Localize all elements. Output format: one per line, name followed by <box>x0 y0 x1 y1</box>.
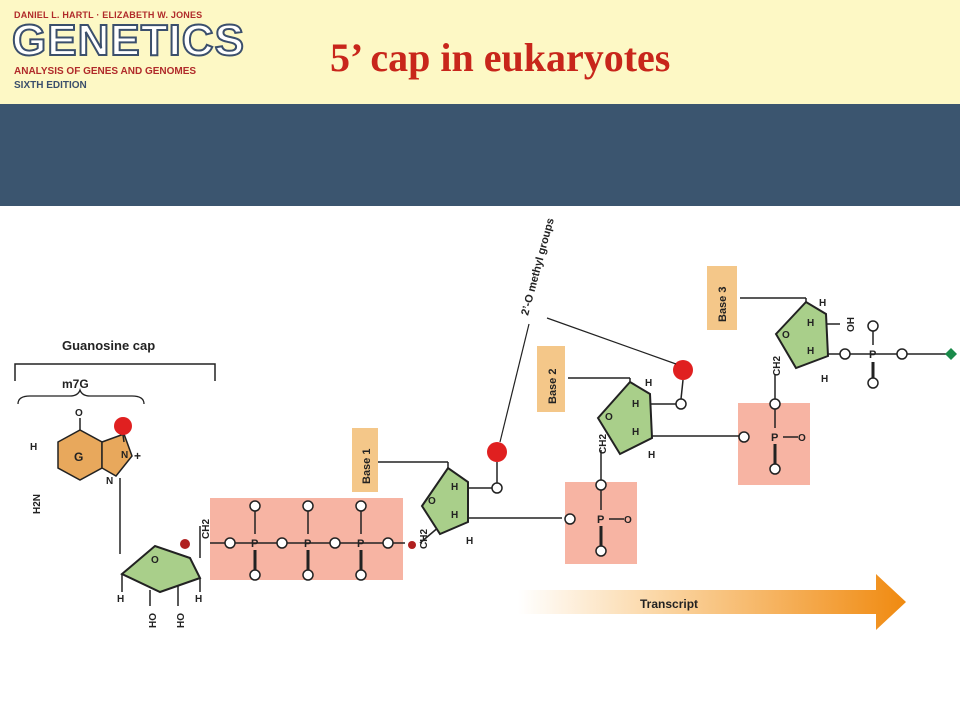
ph2-o-down <box>769 463 781 475</box>
nt1-ring-o: O <box>428 496 436 507</box>
nt1-methyl-dot <box>487 442 507 462</box>
cap-ring-o-dot <box>180 539 190 549</box>
nt3-ribose-ring <box>774 300 830 370</box>
base-n7-label: N <box>121 450 128 461</box>
nt3-h-c: H <box>821 374 828 385</box>
m7g-label: m7G <box>62 377 89 391</box>
book-brand: GENETICS <box>11 16 245 65</box>
nt2-ribose-ring <box>596 380 654 456</box>
nt1-ch2: CH2 <box>419 529 430 549</box>
phosphorus-2: P <box>304 538 311 550</box>
methyl-pointer-2 <box>546 317 677 365</box>
p2-down-o <box>302 569 314 581</box>
nt1-h-a: H <box>451 482 458 493</box>
guanosine-cap-bracket <box>14 363 216 381</box>
ph1-phosphorus: P <box>597 514 604 526</box>
nt1-ch2-dot <box>408 541 416 549</box>
nt1-2o <box>491 482 503 494</box>
base3-label: Base 3 <box>717 287 729 322</box>
slide-title: 5’ cap in eukaryotes <box>330 35 671 80</box>
header-band <box>0 104 960 206</box>
ph3-o-up <box>867 320 879 332</box>
bridge-o-2 <box>276 537 288 549</box>
nt1-h-c: H <box>466 536 473 547</box>
nt2-ring-o: O <box>605 412 613 423</box>
ph1-o-left <box>564 513 576 525</box>
genetics-book-logo: DANIEL L. HARTL · ELIZABETH W. JONES GEN… <box>11 10 262 96</box>
nt3-ch2: CH2 <box>772 356 783 376</box>
nt2-h-a: H <box>632 399 639 410</box>
ph2-o-up <box>769 398 781 410</box>
nt3-h-b: H <box>807 346 814 357</box>
nt2-ch2: CH2 <box>598 434 609 454</box>
book-edition: SIXTH EDITION <box>14 80 87 91</box>
ph1-o-down <box>595 545 607 557</box>
bridge-o-1 <box>224 537 236 549</box>
nt3-oh: OH <box>846 317 857 332</box>
cap-c4-h: H <box>195 594 202 605</box>
p1-up-o <box>249 500 261 512</box>
nt2-methyl-dot <box>673 360 693 380</box>
transcript-label: Transcript <box>640 597 698 611</box>
cap-ring-o: O <box>151 555 159 566</box>
m7g-brace <box>17 387 145 405</box>
nt3-h-a: H <box>807 318 814 329</box>
nt2-methyl-bond <box>680 379 684 400</box>
chain-continuation-dot <box>945 348 957 360</box>
ph1-o-right: O <box>624 515 632 526</box>
cap-structure-svg: Guanosine cap m7G G N + N H H2N O O H H … <box>14 217 957 630</box>
nt3-ring-o: O <box>782 330 790 341</box>
bridge-o-4 <box>382 537 394 549</box>
base1-label-box <box>352 428 378 492</box>
ph3-o-right <box>896 348 908 360</box>
nt2-h-d: H <box>645 378 652 389</box>
nt1-h-b: H <box>451 510 458 521</box>
guanosine-cap-label: Guanosine cap <box>62 338 155 353</box>
base-plus-charge: + <box>134 449 141 463</box>
n7-methyl-bond <box>122 434 125 443</box>
phosphorus-3: P <box>357 538 364 550</box>
cap-2oh: HO <box>148 613 159 628</box>
cap-structure-diagram: Guanosine cap m7G G N + N H H2N O O H H … <box>0 206 960 725</box>
base2-label-box <box>537 346 565 412</box>
cap-ch2: CH2 <box>201 519 212 539</box>
cap-3oh: HO <box>176 613 187 628</box>
ph2-phosphorus: P <box>771 432 778 444</box>
nt3-h-d: H <box>819 298 826 309</box>
base3-label-box <box>707 266 737 330</box>
cap-c1-h: H <box>117 594 124 605</box>
nt1-ribose-ring <box>420 466 469 536</box>
ph3-phosphorus: P <box>869 349 876 361</box>
nt3-3o <box>839 348 851 360</box>
book-authors: DANIEL L. HARTL · ELIZABETH W. JONES <box>14 10 203 20</box>
base-h-label: H <box>30 442 37 453</box>
n7-methyl-dot <box>114 417 132 435</box>
base-n9-label: N <box>106 476 113 487</box>
base-amine-label: H2N <box>32 494 43 514</box>
nt2-h-b: H <box>632 427 639 438</box>
header-banner: DANIEL L. HARTL · ELIZABETH W. JONES GEN… <box>0 0 960 104</box>
base2-label: Base 2 <box>547 369 559 404</box>
p3-down-o <box>355 569 367 581</box>
phosphorus-1: P <box>251 538 258 550</box>
transcript-arrow <box>518 574 906 630</box>
bridge-o-3 <box>329 537 341 549</box>
cap-ribose-ring <box>120 544 202 594</box>
ph3-o-down <box>867 377 879 389</box>
book-subtitle: ANALYSIS OF GENES AND GENOMES <box>14 66 197 77</box>
p1-down-o <box>249 569 261 581</box>
ph2-o-right: O <box>798 433 806 444</box>
p3-up-o <box>355 500 367 512</box>
ph1-o-up <box>595 479 607 491</box>
methyl-pointer-1 <box>499 323 530 443</box>
p2-up-o <box>302 500 314 512</box>
ph2-o-left <box>738 431 750 443</box>
methyl-groups-label: 2’-O methyl groups <box>519 217 557 317</box>
nt2-2o <box>675 398 687 410</box>
nt2-h-c: H <box>648 450 655 461</box>
base1-label: Base 1 <box>361 449 373 484</box>
guanine-g-label: G <box>74 450 83 464</box>
base-carbonyl-o: O <box>75 408 83 419</box>
guanine-five-ring <box>101 433 133 477</box>
